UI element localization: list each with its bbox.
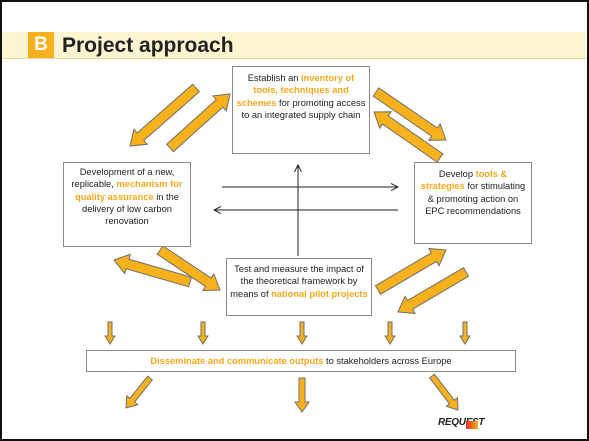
box-pilot-projects: Test and measure the impact of the theor… [226, 258, 372, 316]
box-inventory: Establish an inventory of tools, techniq… [232, 66, 370, 154]
header-band [2, 32, 586, 59]
arrow-down-to-footer-icon-5 [459, 321, 471, 345]
arrow-right-to-top-icon [373, 111, 444, 163]
arrow-bottom-to-left-icon [113, 253, 193, 288]
request-logo: REQUEST [438, 417, 485, 428]
arrow-out-right-icon [428, 373, 459, 411]
section-badge: B [28, 32, 54, 58]
arrow-left-to-top-icon [165, 93, 231, 153]
logo-flame-icon [466, 421, 478, 429]
arrow-right-to-bottom-icon [397, 267, 470, 315]
arrow-top-to-right-icon [372, 87, 447, 141]
arrow-bottom-to-right-icon [374, 247, 447, 295]
arrow-left-to-bottom-icon [156, 245, 221, 292]
arrow-out-left-icon [125, 375, 153, 409]
arrow-down-to-footer-icon-2 [197, 321, 209, 345]
slide-title: Project approach [62, 34, 234, 57]
box-quality-assurance: Development of a new, replicable, mechan… [63, 162, 191, 247]
arrow-down-to-footer-icon-3 [296, 321, 308, 345]
arrow-top-to-left-icon [129, 83, 201, 147]
arrow-out-center-icon [294, 377, 310, 413]
box-tools-strategies: Develop tools & strategies for stimulati… [414, 162, 532, 244]
box-dissemination: Disseminate and communicate outputs to s… [86, 350, 516, 372]
arrow-down-to-footer-icon-1 [104, 321, 116, 345]
arrow-down-to-footer-icon-4 [384, 321, 396, 345]
